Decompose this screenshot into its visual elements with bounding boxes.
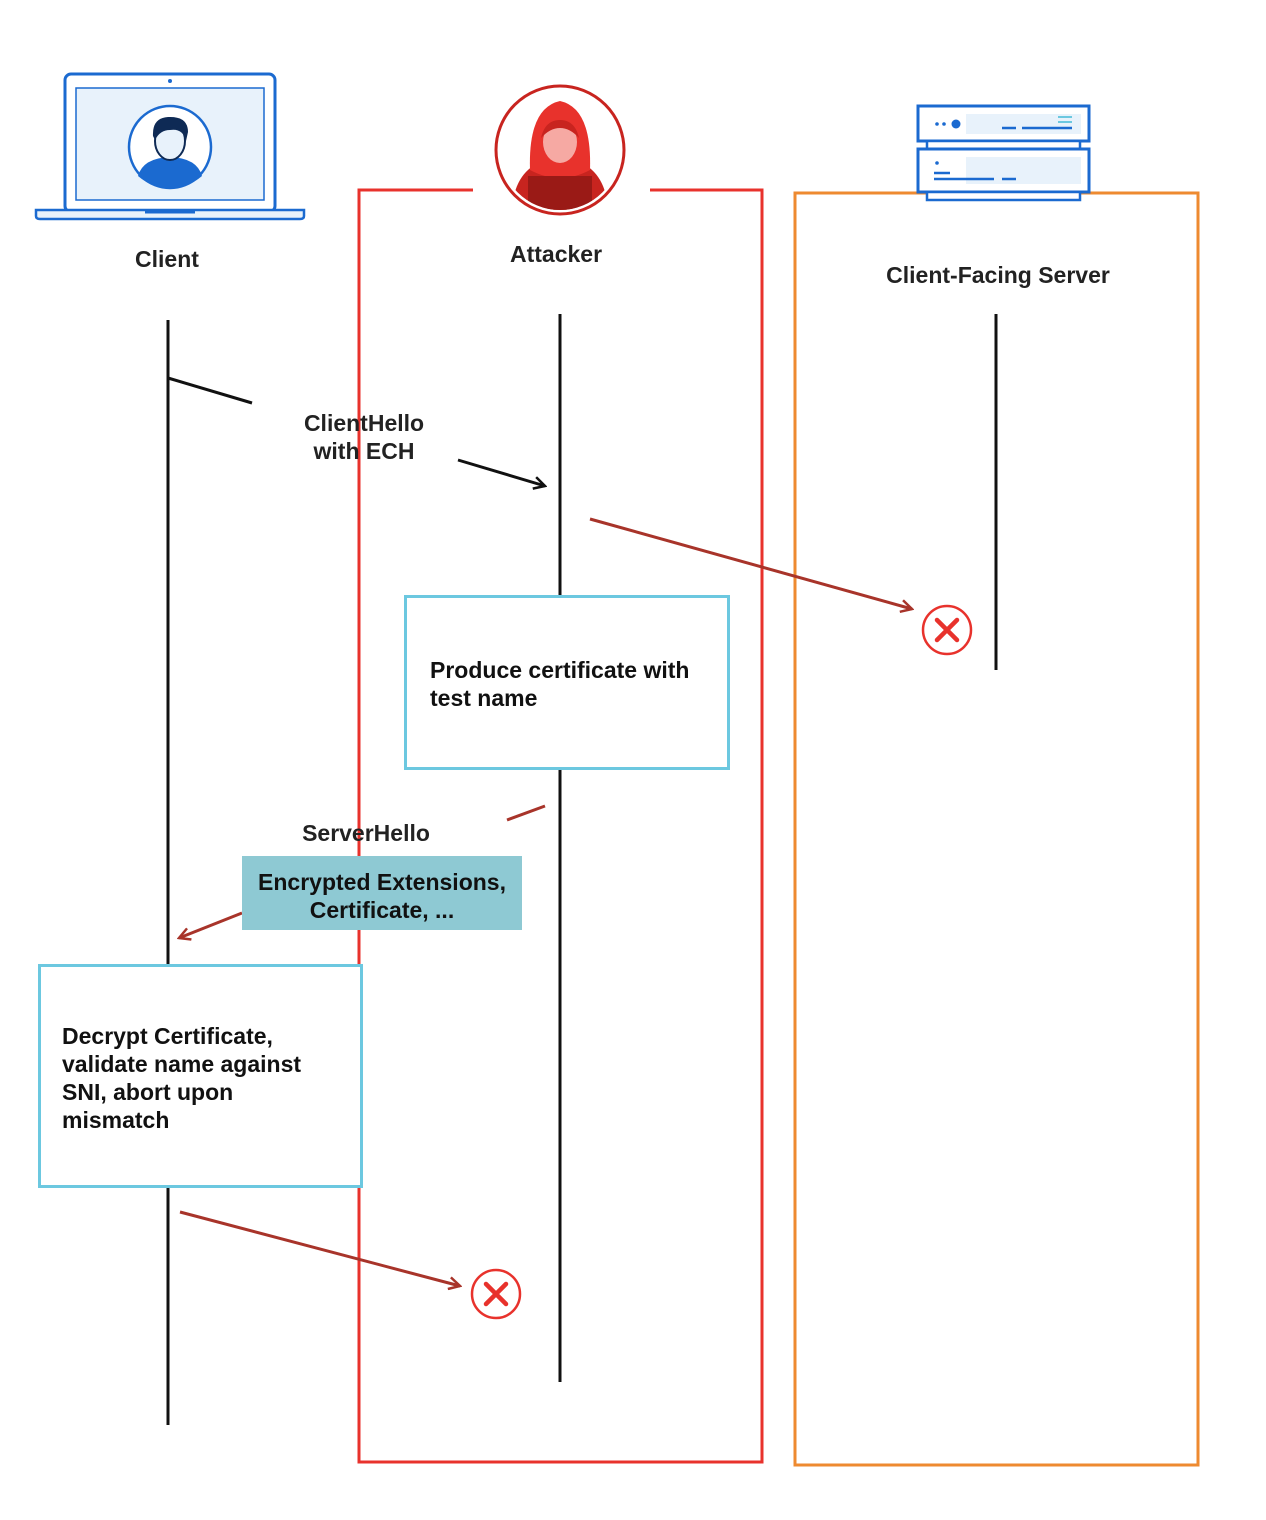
laptop-user-icon <box>34 72 306 221</box>
client-abort-arrow <box>179 1210 460 1286</box>
encrypted-payload-line2: Certificate, ... <box>309 897 455 923</box>
attacker-note-text: Produce certificate with test name <box>430 657 690 711</box>
client-hello-label: ClientHello <box>304 410 424 436</box>
attacker-note-box: Produce certificate with test name <box>404 595 730 770</box>
server-label: Client-Facing Server <box>886 262 1110 288</box>
server-hello-label: ServerHello <box>302 820 430 846</box>
client-hello-line-start <box>167 376 253 405</box>
client-hello-arrow <box>457 458 545 486</box>
client-note-box: Decrypt Certificate, validate name again… <box>38 964 363 1188</box>
encrypted-payload-line1: Encrypted Extensions, <box>258 869 506 895</box>
client-note-text: Decrypt Certificate, validate name again… <box>62 1023 302 1133</box>
client-abort-fail-icon <box>470 1268 522 1320</box>
server-hello-arrow <box>179 911 243 938</box>
client-hello-sublabel: with ECH <box>313 438 415 464</box>
encrypted-payload-box: Encrypted Extensions, Certificate, ... <box>242 856 522 930</box>
server-fail-icon <box>921 604 973 656</box>
hooded-attacker-icon <box>494 84 626 216</box>
client-label: Client <box>135 246 199 272</box>
attacker-region <box>357 188 764 1464</box>
attacker-label: Attacker <box>510 241 602 267</box>
server-rack-icon <box>916 104 1091 202</box>
server-hello-line-start <box>506 804 546 822</box>
attacker-to-server-arrow <box>589 517 912 609</box>
